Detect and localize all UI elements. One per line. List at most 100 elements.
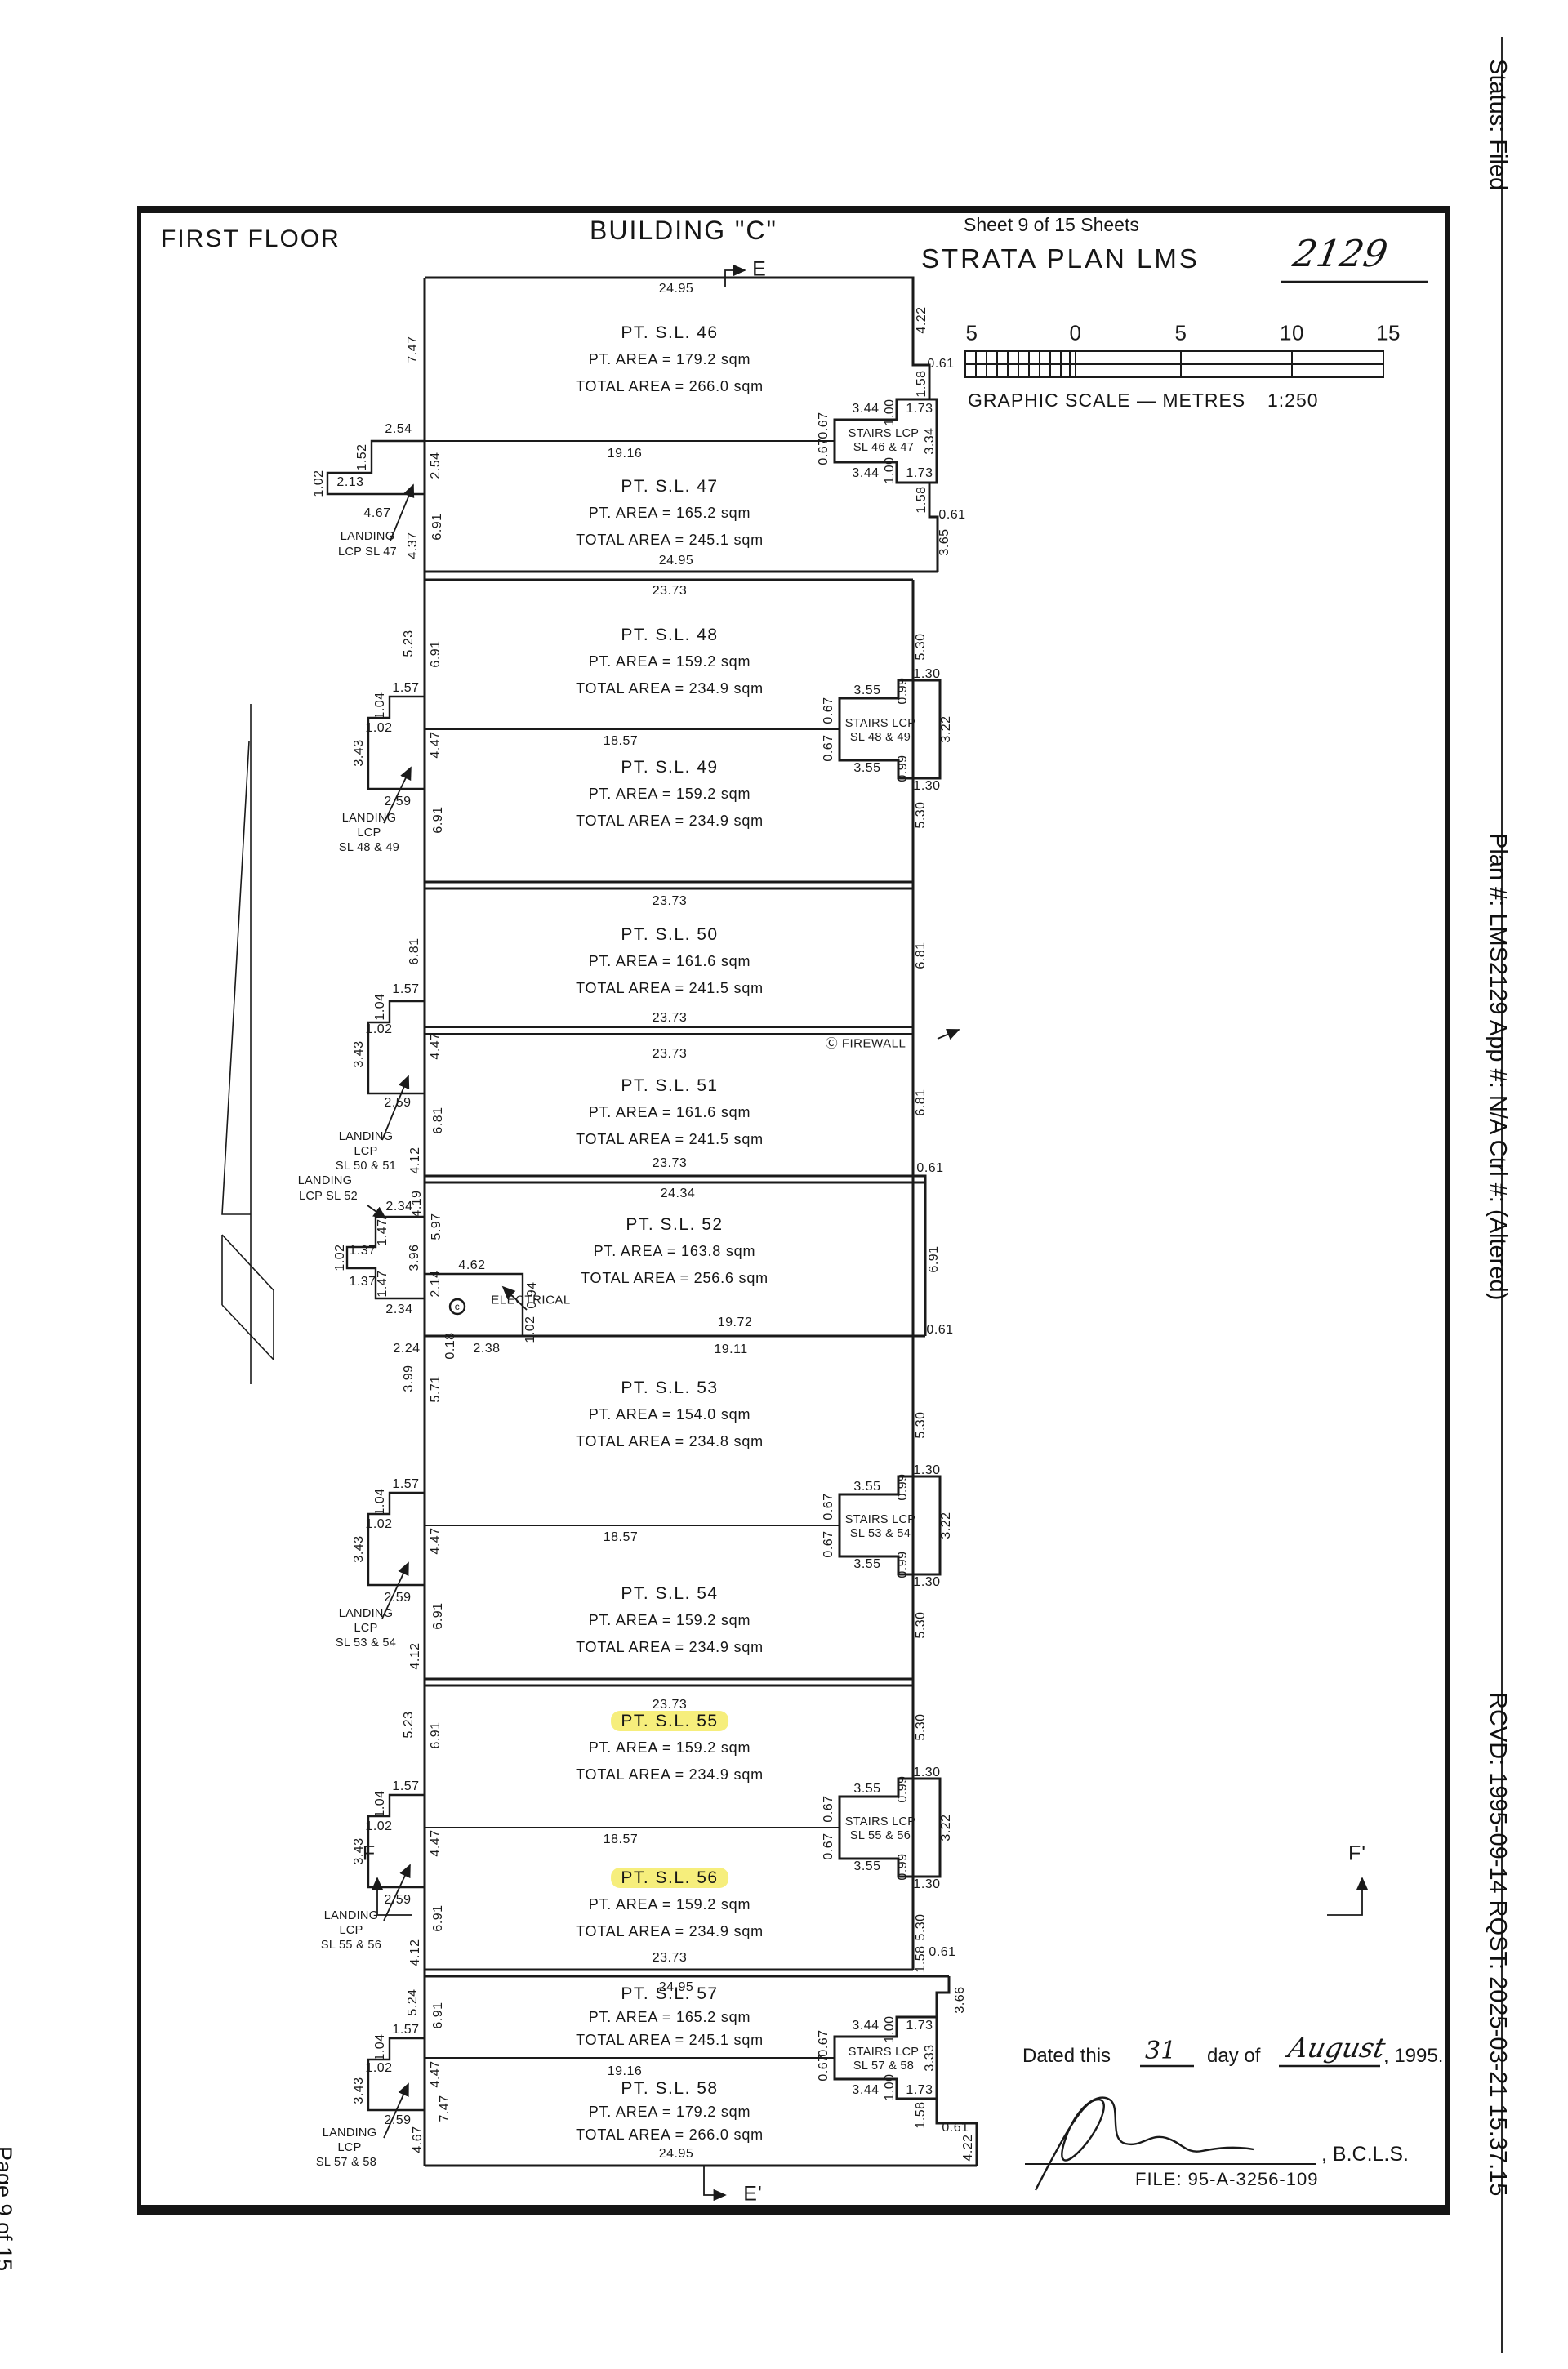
unit-area-label: PT. AREA = 163.8 sqm [593,1243,756,1259]
unit-area-label: PT. AREA = 179.2 sqm [588,351,751,367]
unit-number-label: PT. S.L. 53 [621,1378,719,1397]
dim-label: 23.73 [652,894,688,908]
unit-number-label: PT. S.L. 49 [621,758,719,777]
dim-label: 6.81 [431,1107,445,1134]
dim-label: SL 57 & 58 [853,2060,915,2073]
dim-label: LANDING [297,1174,353,1187]
surveyor-signature [1034,2096,1254,2191]
dim-label: 1.47 [376,1270,390,1298]
dim-label: SL 50 & 51 [335,1160,397,1173]
section-e-marker [724,264,746,287]
dim-label: SL 46 & 47 [853,441,915,454]
unit-number-label: PT. S.L. 52 [626,1215,724,1234]
dim-label: 4.12 [408,1147,422,1174]
dim-label: 6.81 [914,1089,928,1116]
dim-label: 1.37 [349,1244,376,1258]
dim-label: 3.22 [939,1512,953,1539]
firewall-arrow [937,1028,960,1040]
dim-label: STAIRS LCP [844,1513,916,1526]
dim-label: LANDING [341,812,397,825]
dim-label: 24.95 [658,282,694,296]
unit-number-label: PT. S.L. 51 [621,1076,719,1095]
dim-label: 1.00 [883,2015,897,2043]
dim-label: 18.57 [603,734,639,748]
landing-55-56-arrow [383,1864,411,1921]
dim-label: 7.47 [406,336,420,363]
dim-label: E' [743,2182,763,2206]
dim-label: 0.67 [822,734,835,762]
landing-52-arrow [367,1205,387,1220]
dim-label: 1.04 [373,1488,387,1516]
dim-label: 1.58 [915,370,929,398]
stairs-46-47-outline [833,398,938,484]
electrical-room-outline [425,1272,524,1336]
dim-label: 2.54 [429,452,443,479]
unit-number-label: PT. S.L. 55 [611,1711,728,1731]
dim-label: 4.67 [411,2126,425,2153]
dim-label: 0.18 [443,1332,457,1360]
unit-number-label: PT. S.L. 58 [621,2079,719,2098]
dim-label: 0.67 [817,2054,831,2082]
dim-label: SL 55 & 56 [320,1939,382,1952]
dim-label: 1.73 [906,466,933,480]
unit-area-label: PT. AREA = 161.6 sqm [588,1104,751,1120]
dated-day-handwritten: 31 [1145,2037,1177,2065]
dim-label: 1.02 [365,2061,393,2075]
dim-label: 2.59 [384,2113,412,2127]
dim-label: 1.02 [333,1244,347,1271]
north-arrow [221,704,274,1384]
unit-area-label: PT. AREA = 154.0 sqm [588,1406,751,1423]
dim-label: 3.55 [853,1557,881,1571]
dim-label: LANDING [338,1607,394,1620]
dim-label: 1.30 [913,667,941,681]
dim-label: 3.43 [352,1535,366,1563]
landing-53-54-arrow [381,1561,409,1619]
dim-label: 4.12 [408,1642,422,1670]
dim-label: 0.61 [938,508,966,522]
dim-label: 23.73 [652,1698,688,1712]
stairs-53-54-outline [838,1475,942,1576]
scale-tick-label: 0 [1069,320,1082,345]
unit-total-area-label: TOTAL AREA = 245.1 sqm [576,2032,764,2048]
unit-area-label: PT. AREA = 159.2 sqm [588,1739,751,1756]
unit-total-area-label: TOTAL AREA = 234.9 sqm [576,1639,764,1655]
dim-label: 1.58 [914,1945,928,1973]
dim-label: Ⓒ FIREWALL [825,1036,906,1051]
dim-label: 1.02 [365,721,393,735]
dim-label: 1.30 [913,1877,941,1891]
dim-label: LCP [337,2141,362,2154]
dim-label: 6.91 [431,806,445,834]
dim-label: 0.67 [822,697,835,724]
dim-label: 19.16 [607,447,643,461]
dim-label: 6.91 [430,513,444,541]
dim-label: 1.02 [365,1517,393,1531]
dim-label: 3.55 [853,761,881,775]
dim-label: LCP [354,1622,378,1635]
unit-total-area-label: TOTAL AREA = 266.0 sqm [576,2126,764,2143]
dim-label: 3.65 [938,528,951,556]
stairs-48-49-outline [838,679,942,780]
dim-label: 1.30 [913,1463,941,1477]
bcls-label: , B.C.L.S. [1321,2143,1409,2166]
dim-label: LANDING [338,1130,394,1143]
dim-label: 3.43 [352,2077,366,2104]
unit-total-area-label: TOTAL AREA = 234.8 sqm [576,1433,764,1449]
dim-label: 2.24 [393,1342,421,1356]
unit-total-area-label: TOTAL AREA = 234.9 sqm [576,1766,764,1783]
dim-label: 1.02 [365,1022,393,1036]
unit-number-label: PT. S.L. 48 [621,626,719,644]
dim-label: 0.67 [817,2029,831,2057]
dim-label: 0.61 [916,1161,944,1175]
dim-label: SL 55 & 56 [849,1829,911,1842]
scale-tick-label: 15 [1376,320,1401,345]
dim-label: 0.67 [817,412,831,439]
unit-area-label: PT. AREA = 159.2 sqm [588,786,751,802]
dim-label: 0.61 [926,1323,954,1337]
landing-52-outline [345,1215,425,1300]
dim-label: STAIRS LCP [848,427,920,440]
